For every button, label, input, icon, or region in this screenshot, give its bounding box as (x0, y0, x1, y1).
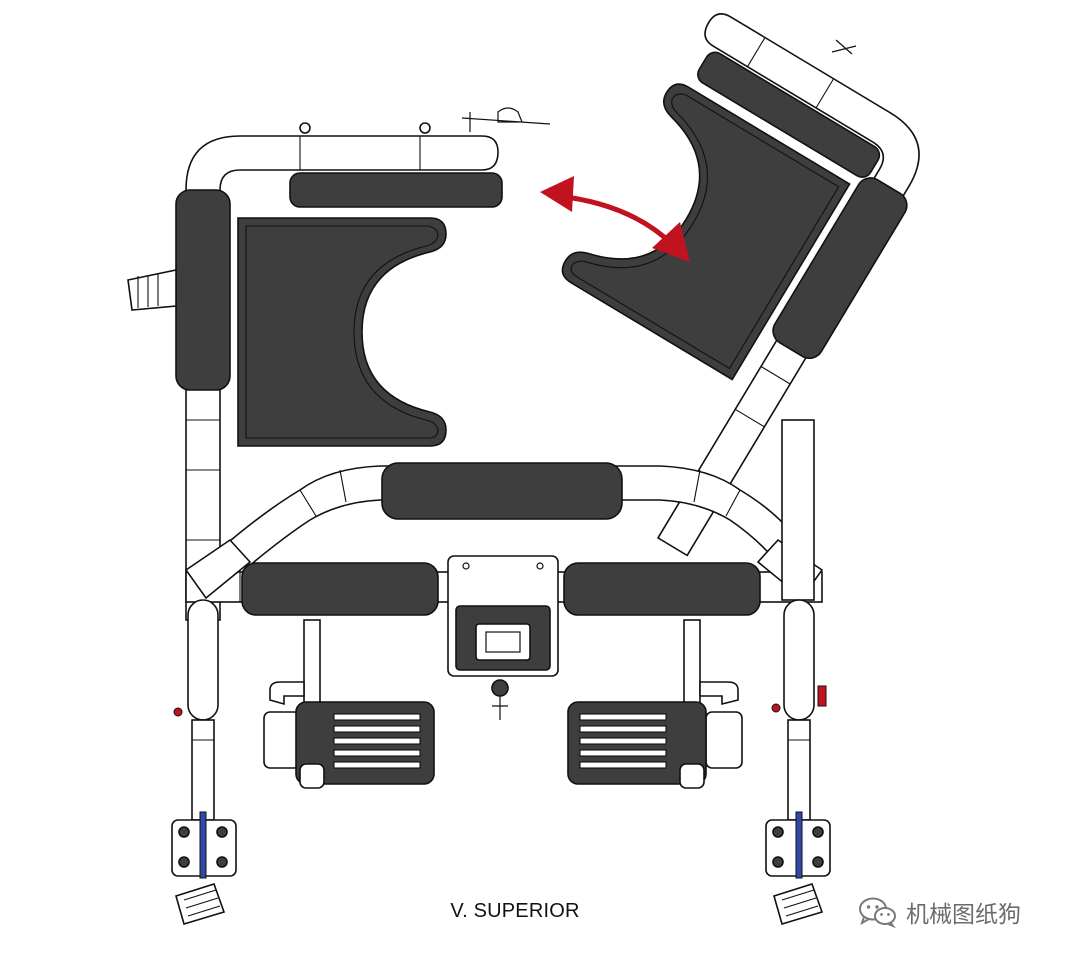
right-side-pad (772, 177, 908, 360)
left-footrest (263, 619, 435, 789)
right-footrest (567, 619, 743, 789)
left-side-pad (175, 189, 231, 391)
view-caption: V. SUPERIOR (450, 900, 580, 922)
center-control-unit (447, 555, 559, 720)
right-leg (765, 599, 831, 925)
left-tray (237, 217, 447, 447)
upper-back-pad (381, 462, 623, 520)
rotation-arrow-icon (540, 176, 690, 262)
wechat-logo-icon (859, 897, 896, 928)
watermark-text: 机械图纸狗 (906, 902, 1021, 928)
right-tray (561, 83, 851, 381)
left-arm-pad (289, 172, 503, 208)
watermark: 机械图纸狗 (858, 895, 1021, 929)
lower-right-pad (563, 562, 761, 616)
lower-left-pad (241, 562, 439, 616)
left-armrest-assembly (127, 107, 551, 621)
left-leg (171, 599, 237, 925)
right-arm-pad (697, 51, 881, 178)
